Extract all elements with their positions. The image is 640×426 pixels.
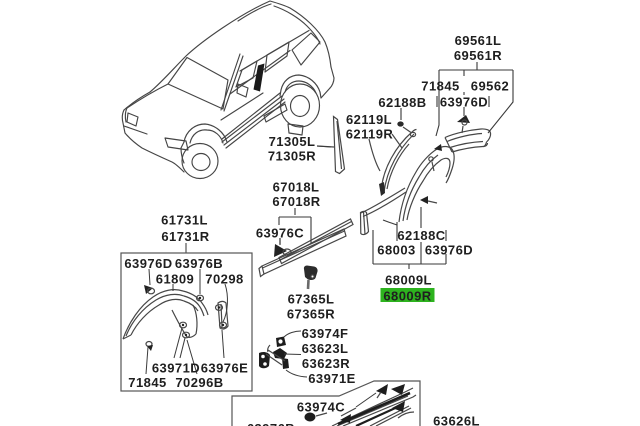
- svg-text:62119L: 62119L: [346, 112, 392, 127]
- svg-text:61809: 61809: [156, 272, 194, 287]
- svg-text:62188C: 62188C: [397, 228, 445, 243]
- svg-text:63623R: 63623R: [302, 356, 350, 371]
- svg-text:69562: 69562: [471, 79, 509, 94]
- svg-text:67365R: 67365R: [287, 307, 335, 322]
- svg-text:63971D: 63971D: [152, 361, 200, 376]
- svg-text:63976D: 63976D: [440, 95, 488, 110]
- svg-text:61731L: 61731L: [161, 213, 208, 228]
- svg-text:63626L: 63626L: [433, 414, 480, 426]
- svg-text:63976E: 63976E: [201, 361, 249, 376]
- svg-text:67018L: 67018L: [273, 180, 320, 195]
- svg-text:63976B: 63976B: [175, 256, 223, 271]
- svg-text:68009L: 68009L: [385, 273, 432, 288]
- svg-text:71845: 71845: [128, 375, 166, 390]
- svg-text:62188B: 62188B: [378, 95, 426, 110]
- svg-text:63974F: 63974F: [302, 326, 349, 341]
- svg-text:68009R: 68009R: [383, 289, 431, 304]
- svg-text:63974C: 63974C: [297, 400, 345, 415]
- svg-text:63623L: 63623L: [302, 341, 349, 356]
- svg-text:63976B: 63976B: [247, 421, 295, 426]
- svg-text:67018R: 67018R: [272, 194, 320, 209]
- svg-text:67365L: 67365L: [288, 292, 335, 307]
- svg-text:70296B: 70296B: [175, 375, 223, 390]
- svg-text:63976C: 63976C: [256, 226, 304, 241]
- svg-text:71305R: 71305R: [268, 149, 316, 164]
- svg-text:68003: 68003: [377, 243, 415, 258]
- svg-text:63976D: 63976D: [124, 256, 172, 271]
- svg-text:63971E: 63971E: [308, 371, 356, 386]
- svg-text:62119R: 62119R: [346, 127, 394, 142]
- svg-text:69561L: 69561L: [455, 33, 502, 48]
- svg-text:61731R: 61731R: [161, 229, 209, 244]
- svg-text:63976D: 63976D: [425, 243, 473, 258]
- svg-text:71305L: 71305L: [269, 134, 316, 149]
- svg-text:71845: 71845: [421, 79, 459, 94]
- svg-text:69561R: 69561R: [454, 48, 502, 63]
- svg-text:70298: 70298: [205, 272, 243, 287]
